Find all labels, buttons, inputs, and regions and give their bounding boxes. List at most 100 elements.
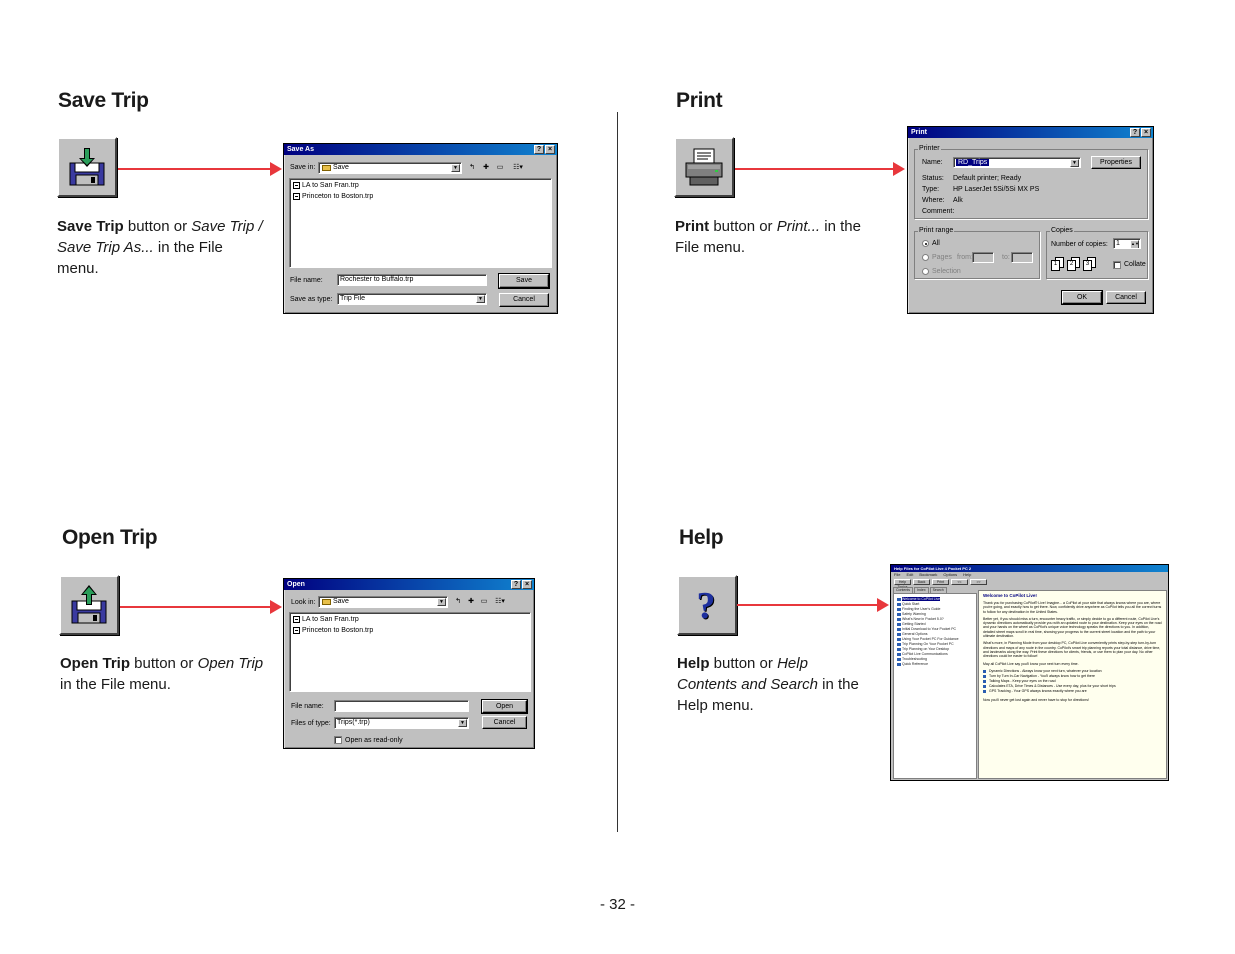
properties-button[interactable]: Properties [1091, 156, 1141, 169]
open-button[interactable]: Open [481, 699, 528, 714]
help-titlebar: Help Files for CoPilot Live 4 Pocket PC … [891, 565, 1168, 572]
help-description: Help button or Help Contents and Search … [677, 655, 859, 714]
new-folder-icon[interactable]: ✚ [483, 164, 489, 171]
file-name-input[interactable] [334, 700, 469, 712]
up-folder-icon[interactable]: ↰ [455, 598, 461, 605]
pages-radio[interactable] [922, 254, 929, 261]
save-as-type-combo[interactable]: Trip File ▼ [337, 293, 487, 305]
chevron-down-icon[interactable]: ▼ [437, 598, 446, 606]
all-radio[interactable] [922, 240, 929, 247]
new-folder-icon[interactable]: ✚ [468, 598, 474, 605]
read-only-checkbox[interactable] [334, 736, 342, 744]
book-icon [897, 642, 901, 646]
help-topics-button[interactable]: Help Topics [894, 579, 911, 589]
book-icon [897, 597, 901, 601]
help-icon[interactable]: ? [1130, 128, 1140, 137]
cancel-button[interactable]: Cancel [499, 293, 549, 307]
collate-label: Collate [1124, 261, 1146, 268]
tree-item[interactable]: Welcome to CoPilot Live [897, 597, 941, 601]
file-icon [293, 182, 300, 189]
help-contents-tree[interactable]: Welcome to CoPilot Live Quick Start Find… [893, 593, 977, 779]
chevron-down-icon[interactable]: ▼ [476, 295, 485, 303]
list-item[interactable]: LA to San Fran.trp [293, 616, 359, 623]
save-in-combo[interactable]: Save ▼ [318, 162, 462, 174]
menu-help[interactable]: Help [963, 572, 972, 577]
chevron-down-icon[interactable]: ▼ [451, 164, 460, 172]
tree-item[interactable]: Trip Planning On Your Pocket PC [897, 642, 954, 646]
print-range-label: Print range [918, 227, 955, 234]
book-icon [897, 632, 901, 636]
collate-checkbox[interactable] [1113, 261, 1121, 269]
book-icon [897, 647, 901, 651]
print-title: Print [676, 89, 723, 112]
help-icon[interactable]: ? [511, 580, 521, 589]
tree-item[interactable]: Finding the User's Guide [897, 607, 940, 611]
file-name-input[interactable]: Rochester to Buffalo.trp [337, 274, 487, 286]
list-item[interactable]: Princeton to Boston.trp [293, 627, 373, 634]
view-menu-icon[interactable]: ☷▾ [513, 164, 523, 171]
chevron-down-icon[interactable]: ▼ [458, 719, 467, 727]
menu-edit[interactable]: Edit [906, 572, 914, 577]
book-icon [897, 657, 901, 661]
save-trip-button[interactable] [57, 137, 117, 197]
tree-item[interactable]: Troubleshooting [897, 657, 927, 661]
print-topic-button[interactable]: Print [932, 579, 949, 585]
tree-item[interactable]: General Options [897, 632, 928, 636]
copies-stepper[interactable]: 1 ▲▼ [1113, 238, 1141, 249]
from-label: from: [957, 254, 973, 261]
cancel-button[interactable]: Cancel [1106, 291, 1146, 304]
tree-item[interactable]: What's New in Pocket 5.0? [897, 617, 944, 621]
menu-file[interactable]: File [894, 572, 901, 577]
chevron-down-icon[interactable]: ▼ [1070, 159, 1079, 167]
back-button[interactable]: Back [913, 579, 930, 585]
menu-bookmark[interactable]: Bookmark [919, 572, 938, 577]
close-icon[interactable]: × [1141, 128, 1151, 137]
open-trip-button[interactable] [59, 575, 119, 635]
tree-item[interactable]: Using Your Pocket PC For Guidance [897, 637, 959, 641]
help-paragraph: What's more, in Planning Mode from your … [983, 641, 1161, 659]
tree-item[interactable]: Getting Started [897, 622, 926, 626]
up-folder-icon[interactable]: ↰ [469, 164, 475, 171]
files-of-type-combo[interactable]: Trips(*.trp) ▼ [334, 717, 469, 729]
book-icon [897, 637, 901, 641]
printer-name-combo[interactable]: RD_Trips ▼ [953, 157, 1081, 168]
tree-item[interactable]: CoPilot Live Communications [897, 652, 948, 656]
help-paragraph: Better yet, if you should miss a turn, e… [983, 616, 1162, 639]
selection-radio[interactable] [922, 268, 929, 275]
help-window: Help Files for CoPilot Live 4 Pocket PC … [890, 564, 1169, 781]
folder-icon [322, 165, 331, 171]
next-button[interactable]: >> [970, 579, 987, 585]
close-icon[interactable]: × [522, 580, 532, 589]
ok-button[interactable]: OK [1061, 290, 1103, 305]
tree-item[interactable]: Initial Download to Your Pocket PC [897, 627, 956, 631]
desktop-icon[interactable]: ▭ [480, 598, 488, 605]
question-mark-icon: ? ? [697, 585, 717, 627]
view-menu-icon[interactable]: ☷▾ [495, 598, 505, 605]
from-input[interactable] [972, 252, 994, 263]
save-file-list[interactable]: LA to San Fran.trp Princeton to Boston.t… [289, 178, 552, 268]
help-button[interactable]: ? ? [677, 575, 737, 635]
menu-options[interactable]: Options [943, 572, 958, 577]
save-button[interactable]: Save [498, 273, 550, 289]
open-file-list[interactable]: LA to San Fran.trp Princeton to Boston.t… [289, 612, 531, 692]
tab-index[interactable]: Index [914, 587, 929, 593]
files-of-type-label: Files of type: [291, 720, 331, 727]
spin-icon[interactable]: ▲▼ [1130, 240, 1139, 248]
list-item[interactable]: LA to San Fran.trp [293, 182, 359, 189]
tree-item[interactable]: Quick Start [897, 602, 919, 606]
tree-item[interactable]: Safety Warning [897, 612, 926, 616]
cancel-button[interactable]: Cancel [482, 716, 527, 729]
help-icon[interactable]: ? [534, 145, 544, 154]
desktop-icon[interactable]: ▭ [496, 164, 504, 171]
look-in-combo[interactable]: Save ▼ [318, 596, 448, 608]
tab-search[interactable]: Search [929, 587, 947, 593]
book-icon [897, 627, 901, 631]
tree-item[interactable]: Quick Reference [897, 662, 928, 666]
to-input[interactable] [1011, 252, 1033, 263]
list-item[interactable]: Princeton to Boston.trp [293, 193, 373, 200]
tree-item[interactable]: Trip Planning on Your Desktop [897, 647, 949, 651]
tab-contents[interactable]: Contents [893, 587, 914, 593]
prev-button[interactable]: << [951, 579, 968, 585]
close-icon[interactable]: × [545, 145, 555, 154]
print-button[interactable] [674, 137, 734, 197]
